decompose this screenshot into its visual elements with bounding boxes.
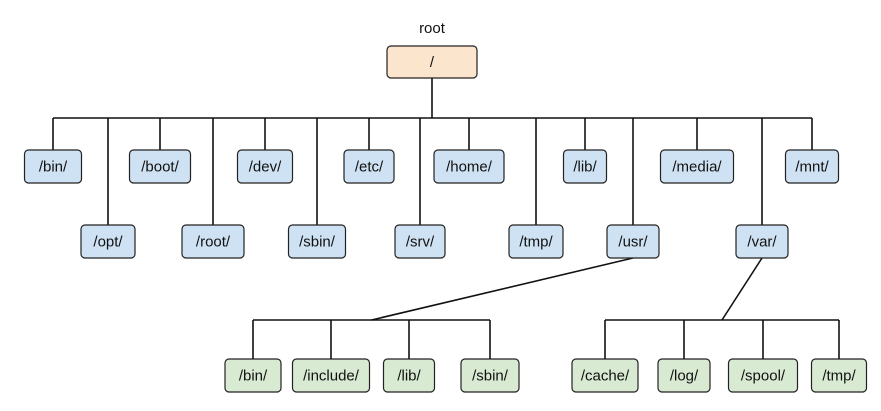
node-media[interactable]: /media/: [659, 149, 735, 184]
node-srv[interactable]: /srv/: [394, 224, 446, 259]
node-lib-label: /lib/: [573, 159, 597, 176]
node-usr-label: /usr/: [618, 234, 648, 251]
node-var-tmp-box: [810, 358, 868, 393]
node-etc[interactable]: /etc/: [343, 149, 395, 184]
node-usr-sbin[interactable]: /sbin/: [460, 358, 520, 393]
node-root-label: /root/: [196, 234, 231, 251]
node-tmp-box: [508, 224, 564, 259]
node-usr-include-label: /include/: [303, 368, 360, 385]
node-var-cache-label: /cache/: [581, 368, 630, 385]
node-var-spool[interactable]: /spool/: [727, 358, 799, 393]
node-usr-lib-box: [382, 358, 436, 393]
node-var-label: /var/: [747, 234, 777, 251]
node-boot-label: /boot/: [141, 159, 179, 176]
node-var[interactable]: /var/: [735, 224, 789, 259]
root-node-label: /: [430, 54, 435, 71]
node-bin-label: /bin/: [39, 159, 68, 176]
node-usr-sbin-label: /sbin/: [472, 368, 509, 385]
node-boot[interactable]: /boot/: [128, 149, 192, 184]
node-mnt-label: /mnt/: [795, 159, 829, 176]
node-etc-box: [343, 149, 395, 184]
node-var-box: [735, 224, 789, 259]
node-usr-lib-label: /lib/: [397, 368, 421, 385]
node-opt-label: /opt/: [93, 234, 123, 251]
node-usr-box: [606, 224, 660, 259]
node-usr[interactable]: /usr/: [606, 224, 660, 259]
var-branch-line: [721, 257, 763, 321]
node-home[interactable]: /home/: [433, 149, 505, 184]
node-mnt[interactable]: /mnt/: [784, 149, 840, 184]
node-sbin-label: /sbin/: [299, 234, 336, 251]
node-sbin[interactable]: /sbin/: [287, 224, 347, 259]
tree-nodes: / /bin/ /opt/ /boot/ /root/ /dev/ /sbin/ /etc/ /…: [23, 45, 868, 393]
node-usr-sbin-box: [460, 358, 520, 393]
node-bin[interactable]: /bin/: [23, 149, 83, 184]
node-srv-label: /srv/: [406, 234, 435, 251]
node-lib-box: [562, 149, 608, 184]
node-boot-box: [128, 149, 192, 184]
node-var-cache[interactable]: /cache/: [571, 358, 639, 393]
node-dev-label: /dev/: [249, 159, 282, 176]
node-var-log-label: /log/: [670, 368, 699, 385]
node-dev-box: [236, 149, 294, 184]
node-var-tmp[interactable]: /tmp/: [810, 358, 868, 393]
node-usr-bin-label: /bin/: [239, 368, 268, 385]
root-node-box: [386, 45, 478, 79]
node-usr-include-box: [291, 358, 371, 393]
node-bin-box: [23, 149, 83, 184]
node-etc-label: /etc/: [355, 159, 384, 176]
node-var-tmp-label: /tmp/: [822, 368, 856, 385]
node-dev[interactable]: /dev/: [236, 149, 294, 184]
node-home-box: [433, 149, 505, 184]
node-var-spool-label: /spool/: [741, 368, 786, 385]
node-opt-box: [80, 224, 136, 259]
node-media-label: /media/: [672, 159, 722, 176]
node-usr-include[interactable]: /include/: [291, 358, 371, 393]
node-var-log-box: [657, 358, 711, 393]
node-var-log[interactable]: /log/: [657, 358, 711, 393]
node-usr-bin[interactable]: /bin/: [224, 358, 282, 393]
node-usr-lib[interactable]: /lib/: [382, 358, 436, 393]
connector-lines: [52, 78, 840, 359]
node-opt[interactable]: /opt/: [80, 224, 136, 259]
node-media-box: [659, 149, 735, 184]
node-home-label: /home/: [446, 159, 493, 176]
node-sbin-box: [287, 224, 347, 259]
node-mnt-box: [784, 149, 840, 184]
root-node[interactable]: /: [386, 45, 478, 79]
root-caption: root: [419, 20, 446, 37]
node-var-spool-box: [727, 358, 799, 393]
node-root[interactable]: /root/: [181, 224, 245, 259]
node-srv-box: [394, 224, 446, 259]
node-root-box: [181, 224, 245, 259]
node-lib[interactable]: /lib/: [562, 149, 608, 184]
usr-branch-line: [371, 257, 634, 321]
node-tmp[interactable]: /tmp/: [508, 224, 564, 259]
node-tmp-label: /tmp/: [519, 234, 553, 251]
node-usr-bin-box: [224, 358, 282, 393]
node-var-cache-box: [571, 358, 639, 393]
